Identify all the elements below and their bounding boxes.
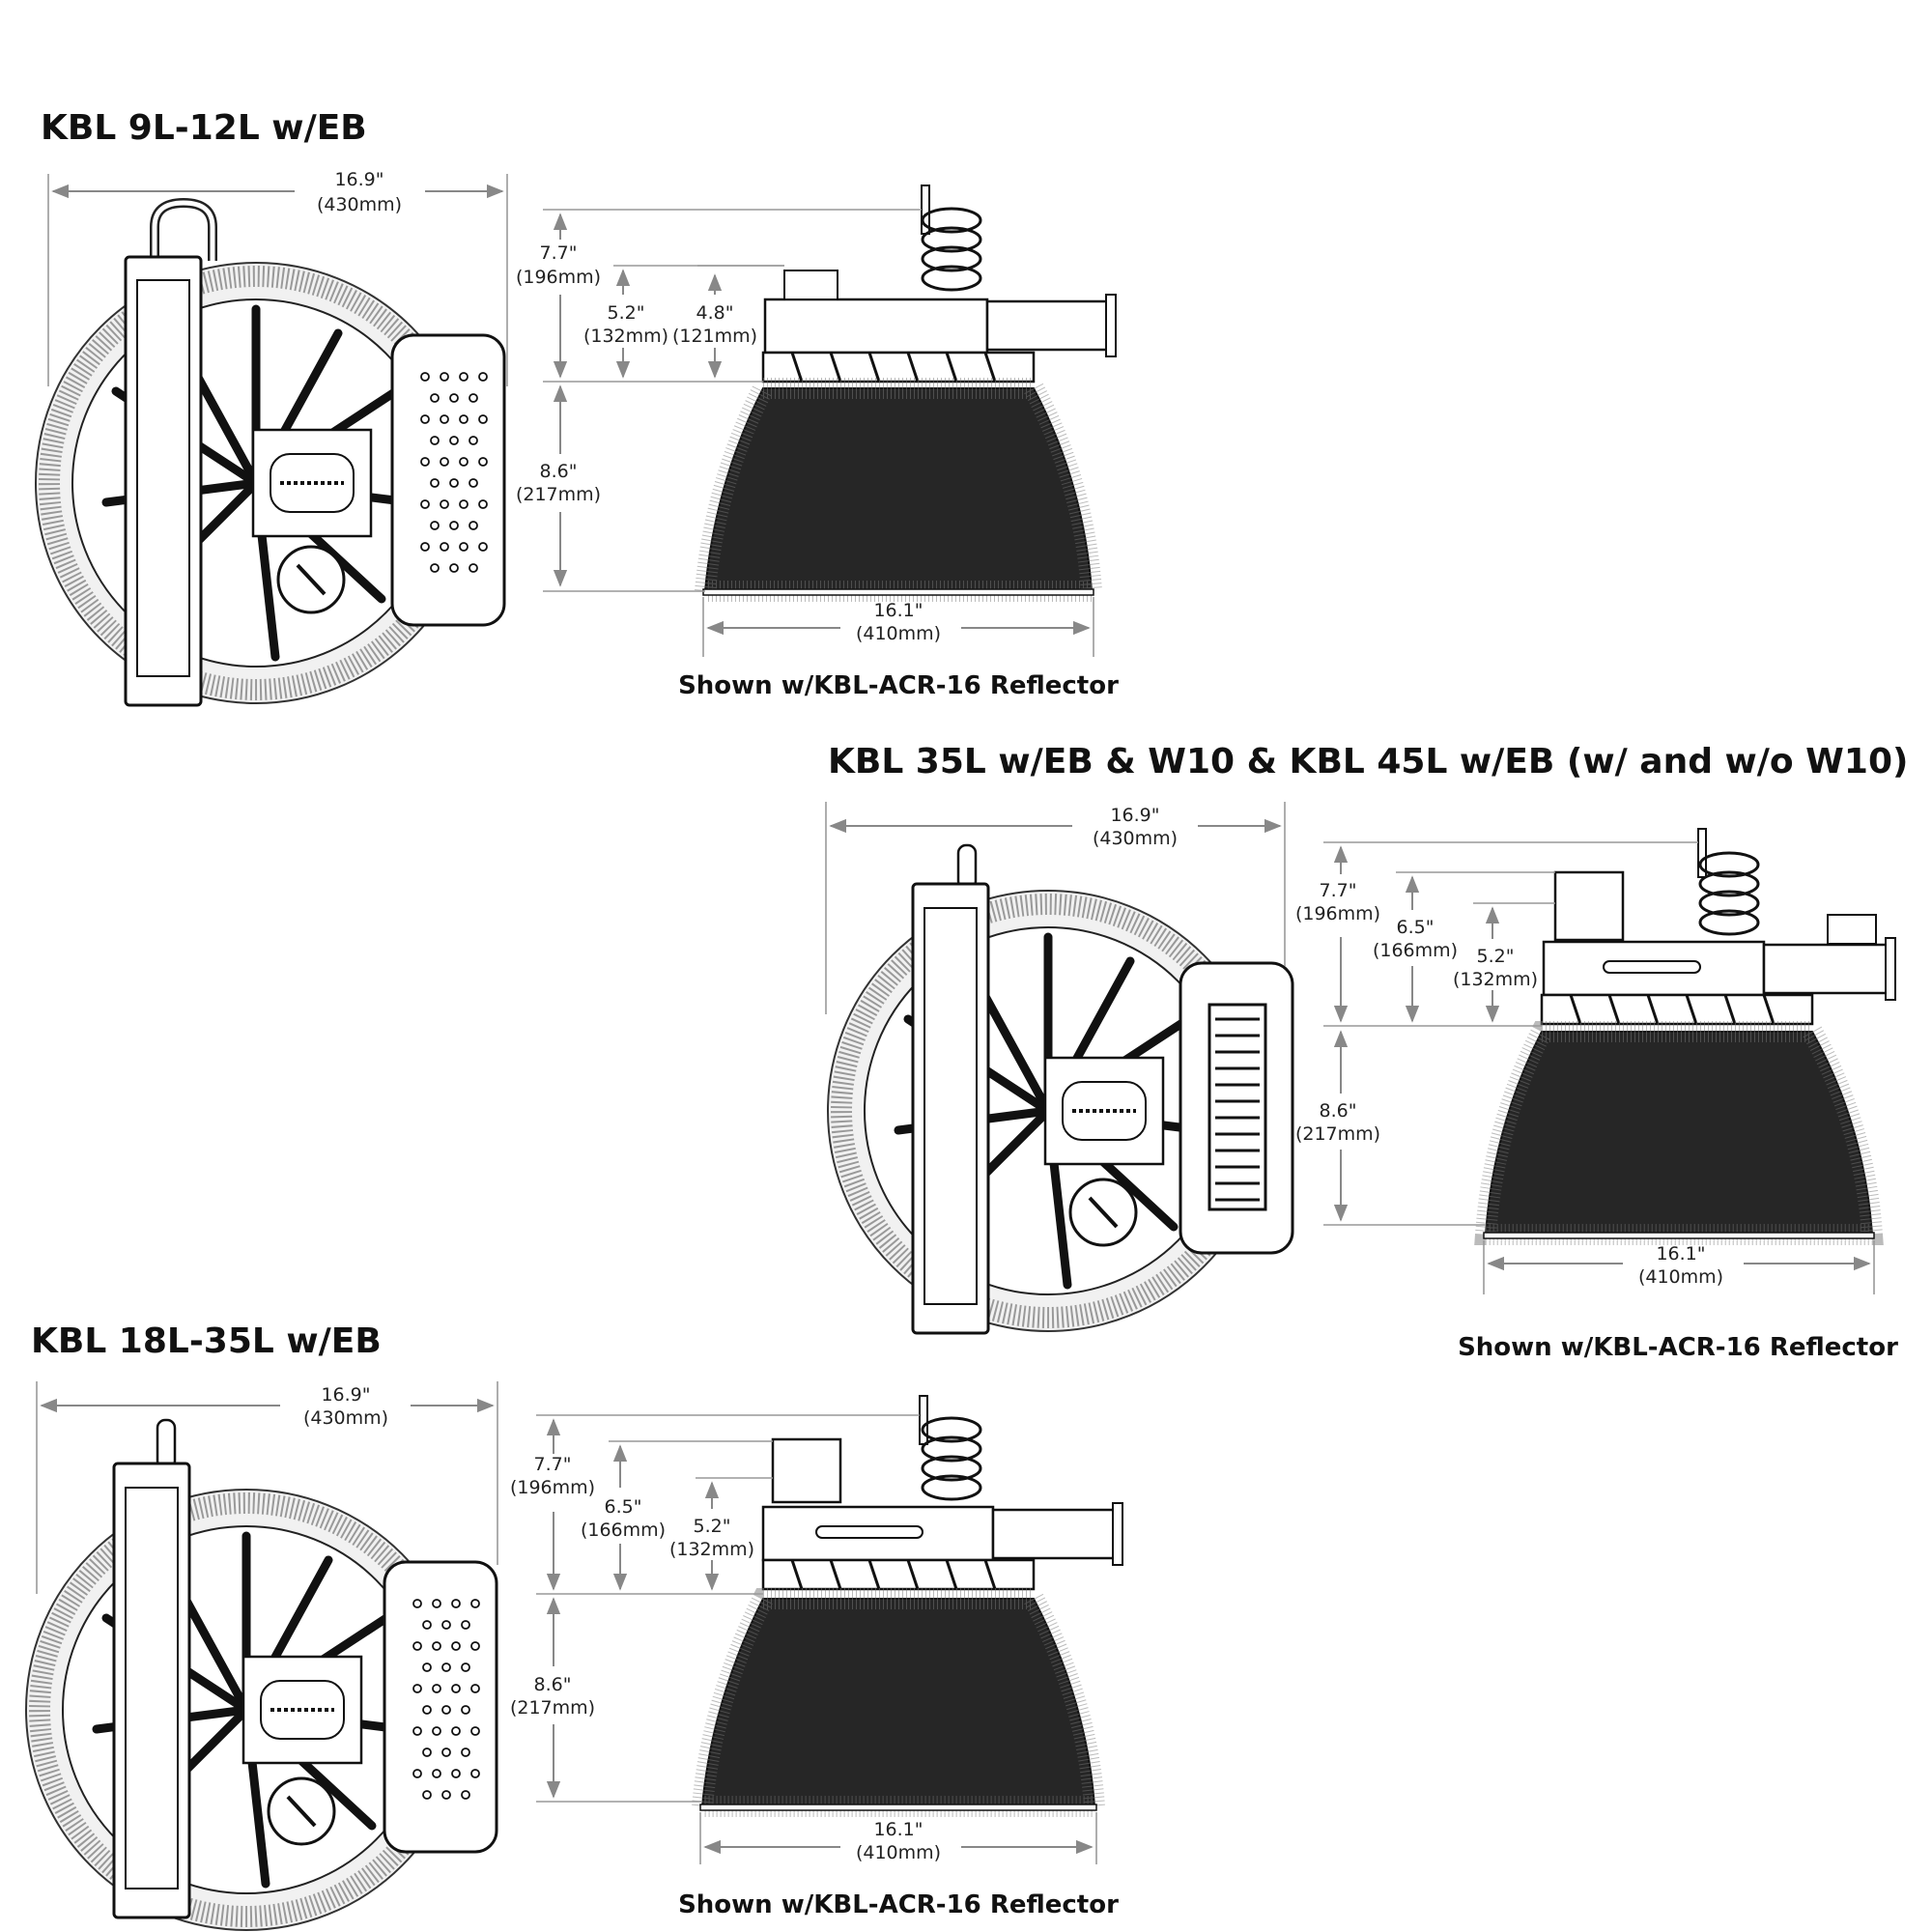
height-2-mm: (132mm) [583,326,668,347]
height-2-in: 6.5" [1397,917,1435,938]
section-caption: Shown w/KBL-ACR-16 Reflector [1458,1333,1898,1362]
reflector-dia-in: 16.1" [873,1819,923,1840]
height-4-in: 8.6" [540,461,578,482]
height-4-in: 8.6" [1320,1100,1357,1122]
width-inches: 16.9" [1110,805,1159,826]
height-4-in: 8.6" [534,1674,572,1695]
vent-holes [412,1599,480,1800]
driver-module-top [771,1437,842,1504]
w10-vent-grille [1208,1003,1267,1211]
side-view [693,185,1117,602]
height-1-in: 7.7" [1320,880,1357,901]
section-caption: Shown w/KBL-ACR-16 Reflector [678,1890,1119,1919]
section-title: KBL 9L-12L w/EB [41,108,367,148]
height-1-in: 7.7" [534,1454,572,1475]
height-3-mm: (132mm) [669,1539,754,1560]
height-2-in: 6.5" [605,1496,642,1518]
width-inches: 16.9" [321,1384,370,1406]
section-title: KBL 18L-35L w/EB [31,1321,382,1361]
height-3-in: 4.8" [696,302,734,324]
top-view [35,197,506,707]
emergency-battery-box [383,1560,498,1854]
emergency-battery-side [985,299,1115,352]
emergency-battery-side [991,1508,1121,1560]
height-1-mm: (196mm) [510,1477,595,1498]
height-1-mm: (196mm) [516,267,601,288]
height-3-in: 5.2" [694,1516,731,1537]
emergency-battery-box [390,333,506,627]
reflector-dia-mm: (410mm) [856,623,941,644]
height-3-mm: (132mm) [1453,969,1538,990]
height-4-mm: (217mm) [510,1697,595,1719]
heatsink-side [761,1558,1036,1591]
reflector-dia-mm: (410mm) [1638,1266,1723,1288]
cord-loop [150,197,217,261]
reflector [700,1598,1096,1807]
w10-module [1553,870,1625,942]
height-1-mm: (196mm) [1295,903,1380,924]
height-1-in: 7.7" [540,242,578,264]
section-title: KBL 35L w/EB & W10 & KBL 45L w/EB (w/ an… [828,742,1908,781]
side-view [1474,828,1896,1245]
reflector-dia-in: 16.1" [873,600,923,621]
cord-coil [921,1416,982,1501]
emergency-battery-side [1762,943,1893,995]
width-mm: (430mm) [303,1407,388,1429]
vent-holes [420,372,488,573]
width-mm: (430mm) [1093,828,1178,849]
width-inches: 16.9" [334,169,384,190]
height-4-mm: (217mm) [516,484,601,505]
height-4-mm: (217mm) [1295,1123,1380,1145]
driver-housing [124,255,203,707]
cord-coil [1698,851,1760,936]
height-2-in: 5.2" [608,302,645,324]
cord-coil [921,207,982,292]
side-view [690,1395,1123,1817]
height-3-in: 5.2" [1477,946,1515,967]
driver-body [763,298,989,355]
height-2-mm: (166mm) [1373,940,1458,961]
reflector-dia-mm: (410mm) [856,1842,941,1863]
top-view [25,1418,498,1931]
cord [1697,828,1707,878]
height-2-mm: (166mm) [581,1520,666,1541]
width-mm: (430mm) [317,194,402,215]
heatsink-side [1540,993,1814,1026]
height-3-mm: (121mm) [672,326,757,347]
reflector-dia-in: 16.1" [1656,1243,1705,1264]
driver-housing [112,1462,191,1919]
driver-housing [911,882,990,1335]
driver-body [1542,940,1766,997]
reflector [1484,1031,1874,1236]
section-kbl-18l-35l: KBL 18L-35L w/EB [25,1321,1123,1931]
section-kbl-35l-45l: KBL 35L w/EB & W10 & KBL 45L w/EB (w/ an… [825,742,1908,1362]
section-caption: Shown w/KBL-ACR-16 Reflector [678,671,1119,700]
top-view [827,843,1294,1335]
reflector [703,387,1094,592]
section-kbl-9l-12l: KBL 9L-12L w/EB [35,108,1119,707]
